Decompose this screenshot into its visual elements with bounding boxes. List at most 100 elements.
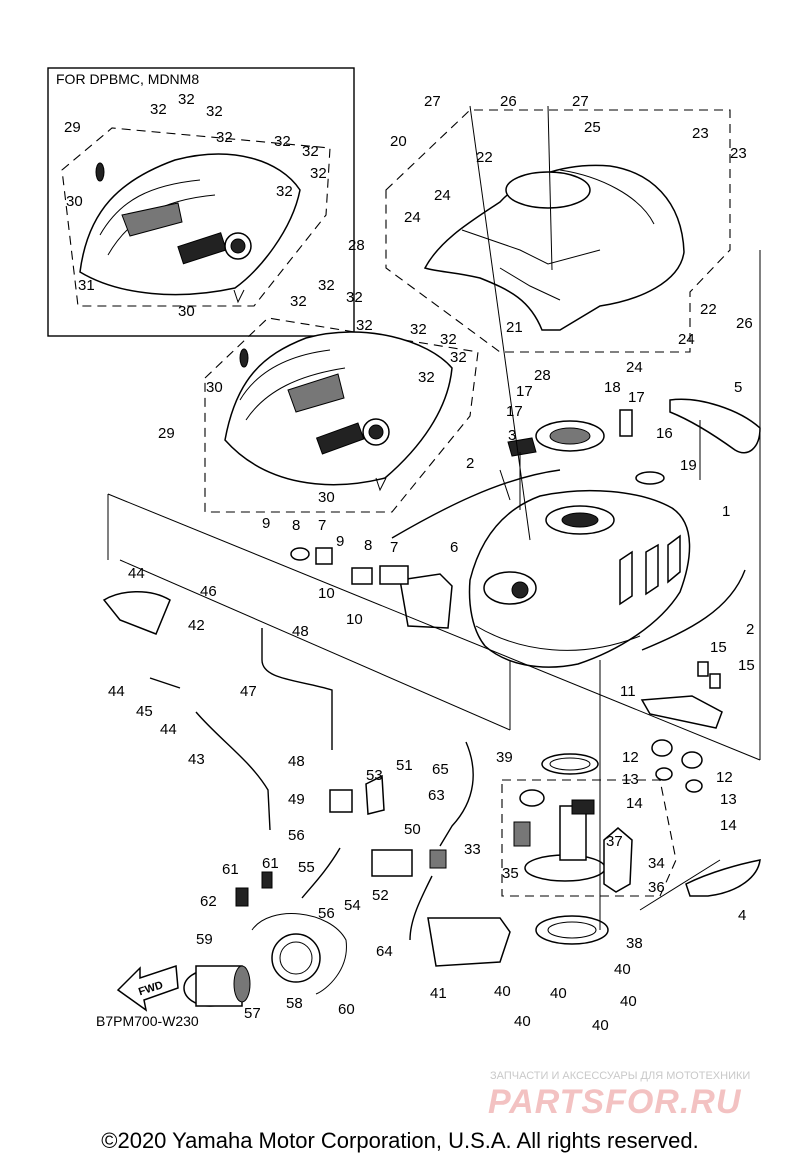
canister-parts bbox=[183, 871, 347, 1007]
callout-32: 32 bbox=[274, 133, 291, 150]
callout-26: 26 bbox=[736, 315, 753, 332]
callout-56: 56 bbox=[288, 827, 305, 844]
callout-40: 40 bbox=[614, 961, 631, 978]
callout-23: 23 bbox=[730, 145, 747, 162]
callout-43: 43 bbox=[188, 751, 205, 768]
callout-1: 1 bbox=[722, 503, 730, 520]
callout-32: 32 bbox=[276, 183, 293, 200]
callout-65: 65 bbox=[432, 761, 449, 778]
callout-42: 42 bbox=[188, 617, 205, 634]
callout-32: 32 bbox=[302, 143, 319, 160]
callout-24: 24 bbox=[404, 209, 421, 226]
callout-35: 35 bbox=[502, 865, 519, 882]
callout-12: 12 bbox=[622, 749, 639, 766]
callout-18: 18 bbox=[604, 379, 621, 396]
callout-24: 24 bbox=[626, 359, 643, 376]
inset-title: FOR DPBMC, MDNM8 bbox=[56, 71, 199, 87]
callout-44: 44 bbox=[128, 565, 145, 582]
callout-10: 10 bbox=[318, 585, 335, 602]
callout-32: 32 bbox=[440, 331, 457, 348]
callout-29: 29 bbox=[158, 425, 175, 442]
callout-32: 32 bbox=[346, 289, 363, 306]
callout-27: 27 bbox=[424, 93, 441, 110]
copyright-notice: ©2020 Yamaha Motor Corporation, U.S.A. A… bbox=[101, 1128, 699, 1153]
callout-54: 54 bbox=[344, 897, 361, 914]
hoses-and-fittings bbox=[102, 469, 746, 967]
callout-15: 15 bbox=[710, 639, 727, 656]
callout-37: 37 bbox=[606, 833, 623, 850]
callout-16: 16 bbox=[656, 425, 673, 442]
callout-24: 24 bbox=[678, 331, 695, 348]
inset-frame: FOR DPBMC, MDNM8 bbox=[47, 67, 355, 337]
callout-2: 2 bbox=[466, 455, 474, 472]
callout-32: 32 bbox=[450, 349, 467, 366]
callout-5: 5 bbox=[734, 379, 742, 396]
callout-61: 61 bbox=[262, 855, 279, 872]
callout-44: 44 bbox=[160, 721, 177, 738]
callout-30: 30 bbox=[206, 379, 223, 396]
callout-32: 32 bbox=[290, 293, 307, 310]
callout-60: 60 bbox=[338, 1001, 355, 1018]
fuel-pump-assembly bbox=[501, 753, 677, 945]
callout-28: 28 bbox=[348, 237, 365, 254]
watermark-logo: PARTSFOR.RU bbox=[488, 1083, 742, 1121]
callout-40: 40 bbox=[620, 993, 637, 1010]
callout-19: 19 bbox=[680, 457, 697, 474]
callout-12: 12 bbox=[716, 769, 733, 786]
callout-38: 38 bbox=[626, 935, 643, 952]
callout-3: 3 bbox=[508, 427, 516, 444]
side-panels bbox=[669, 398, 761, 897]
callout-59: 59 bbox=[196, 931, 213, 948]
callout-32: 32 bbox=[410, 321, 427, 338]
fuel-cap-parts bbox=[507, 409, 665, 485]
callout-44: 44 bbox=[108, 683, 125, 700]
diagram-code: B7PM700-W230 bbox=[96, 1013, 199, 1029]
callout-21: 21 bbox=[506, 319, 523, 336]
callout-56: 56 bbox=[318, 905, 335, 922]
callout-10: 10 bbox=[346, 611, 363, 628]
callout-45: 45 bbox=[136, 703, 153, 720]
callout-64: 64 bbox=[376, 943, 393, 960]
callout-32: 32 bbox=[216, 129, 233, 146]
callout-32: 32 bbox=[150, 101, 167, 118]
watermark-caption: ЗАПЧАСТИ И АКСЕССУАРЫ ДЛЯ МОТОТЕХНИКИ bbox=[490, 1070, 751, 1082]
callout-7: 7 bbox=[390, 539, 398, 556]
callout-57: 57 bbox=[244, 1005, 261, 1022]
callout-40: 40 bbox=[592, 1017, 609, 1034]
callout-17: 17 bbox=[506, 403, 523, 420]
callout-32: 32 bbox=[318, 277, 335, 294]
callout-22: 22 bbox=[700, 301, 717, 318]
leader-lines bbox=[107, 105, 761, 930]
callout-30: 30 bbox=[318, 489, 335, 506]
callout-8: 8 bbox=[364, 537, 372, 554]
callout-33: 33 bbox=[464, 841, 481, 858]
callout-6: 6 bbox=[450, 539, 458, 556]
callout-32: 32 bbox=[356, 317, 373, 334]
callout-26: 26 bbox=[500, 93, 517, 110]
callout-31: 31 bbox=[78, 277, 95, 294]
callout-30: 30 bbox=[178, 303, 195, 320]
callout-32: 32 bbox=[178, 91, 195, 108]
callout-28: 28 bbox=[534, 367, 551, 384]
callout-7: 7 bbox=[318, 517, 326, 534]
callout-17: 17 bbox=[628, 389, 645, 406]
callout-40: 40 bbox=[494, 983, 511, 1000]
tank-cover-assembly bbox=[204, 317, 479, 513]
callout-labels: 32 32 32 32 32 32 32 32 29 30 31 30 32 3… bbox=[64, 91, 755, 1034]
callout-49: 49 bbox=[288, 791, 305, 808]
bracket-parts bbox=[290, 547, 723, 793]
callout-15: 15 bbox=[738, 657, 755, 674]
callout-25: 25 bbox=[584, 119, 601, 136]
callout-48: 48 bbox=[288, 753, 305, 770]
callout-9: 9 bbox=[262, 515, 270, 532]
callout-39: 39 bbox=[496, 749, 513, 766]
callout-47: 47 bbox=[240, 683, 257, 700]
callout-53: 53 bbox=[366, 767, 383, 784]
callout-32: 32 bbox=[418, 369, 435, 386]
callout-23: 23 bbox=[692, 125, 709, 142]
callout-58: 58 bbox=[286, 995, 303, 1012]
callout-27: 27 bbox=[572, 93, 589, 110]
callout-51: 51 bbox=[396, 757, 413, 774]
callout-29: 29 bbox=[64, 119, 81, 136]
